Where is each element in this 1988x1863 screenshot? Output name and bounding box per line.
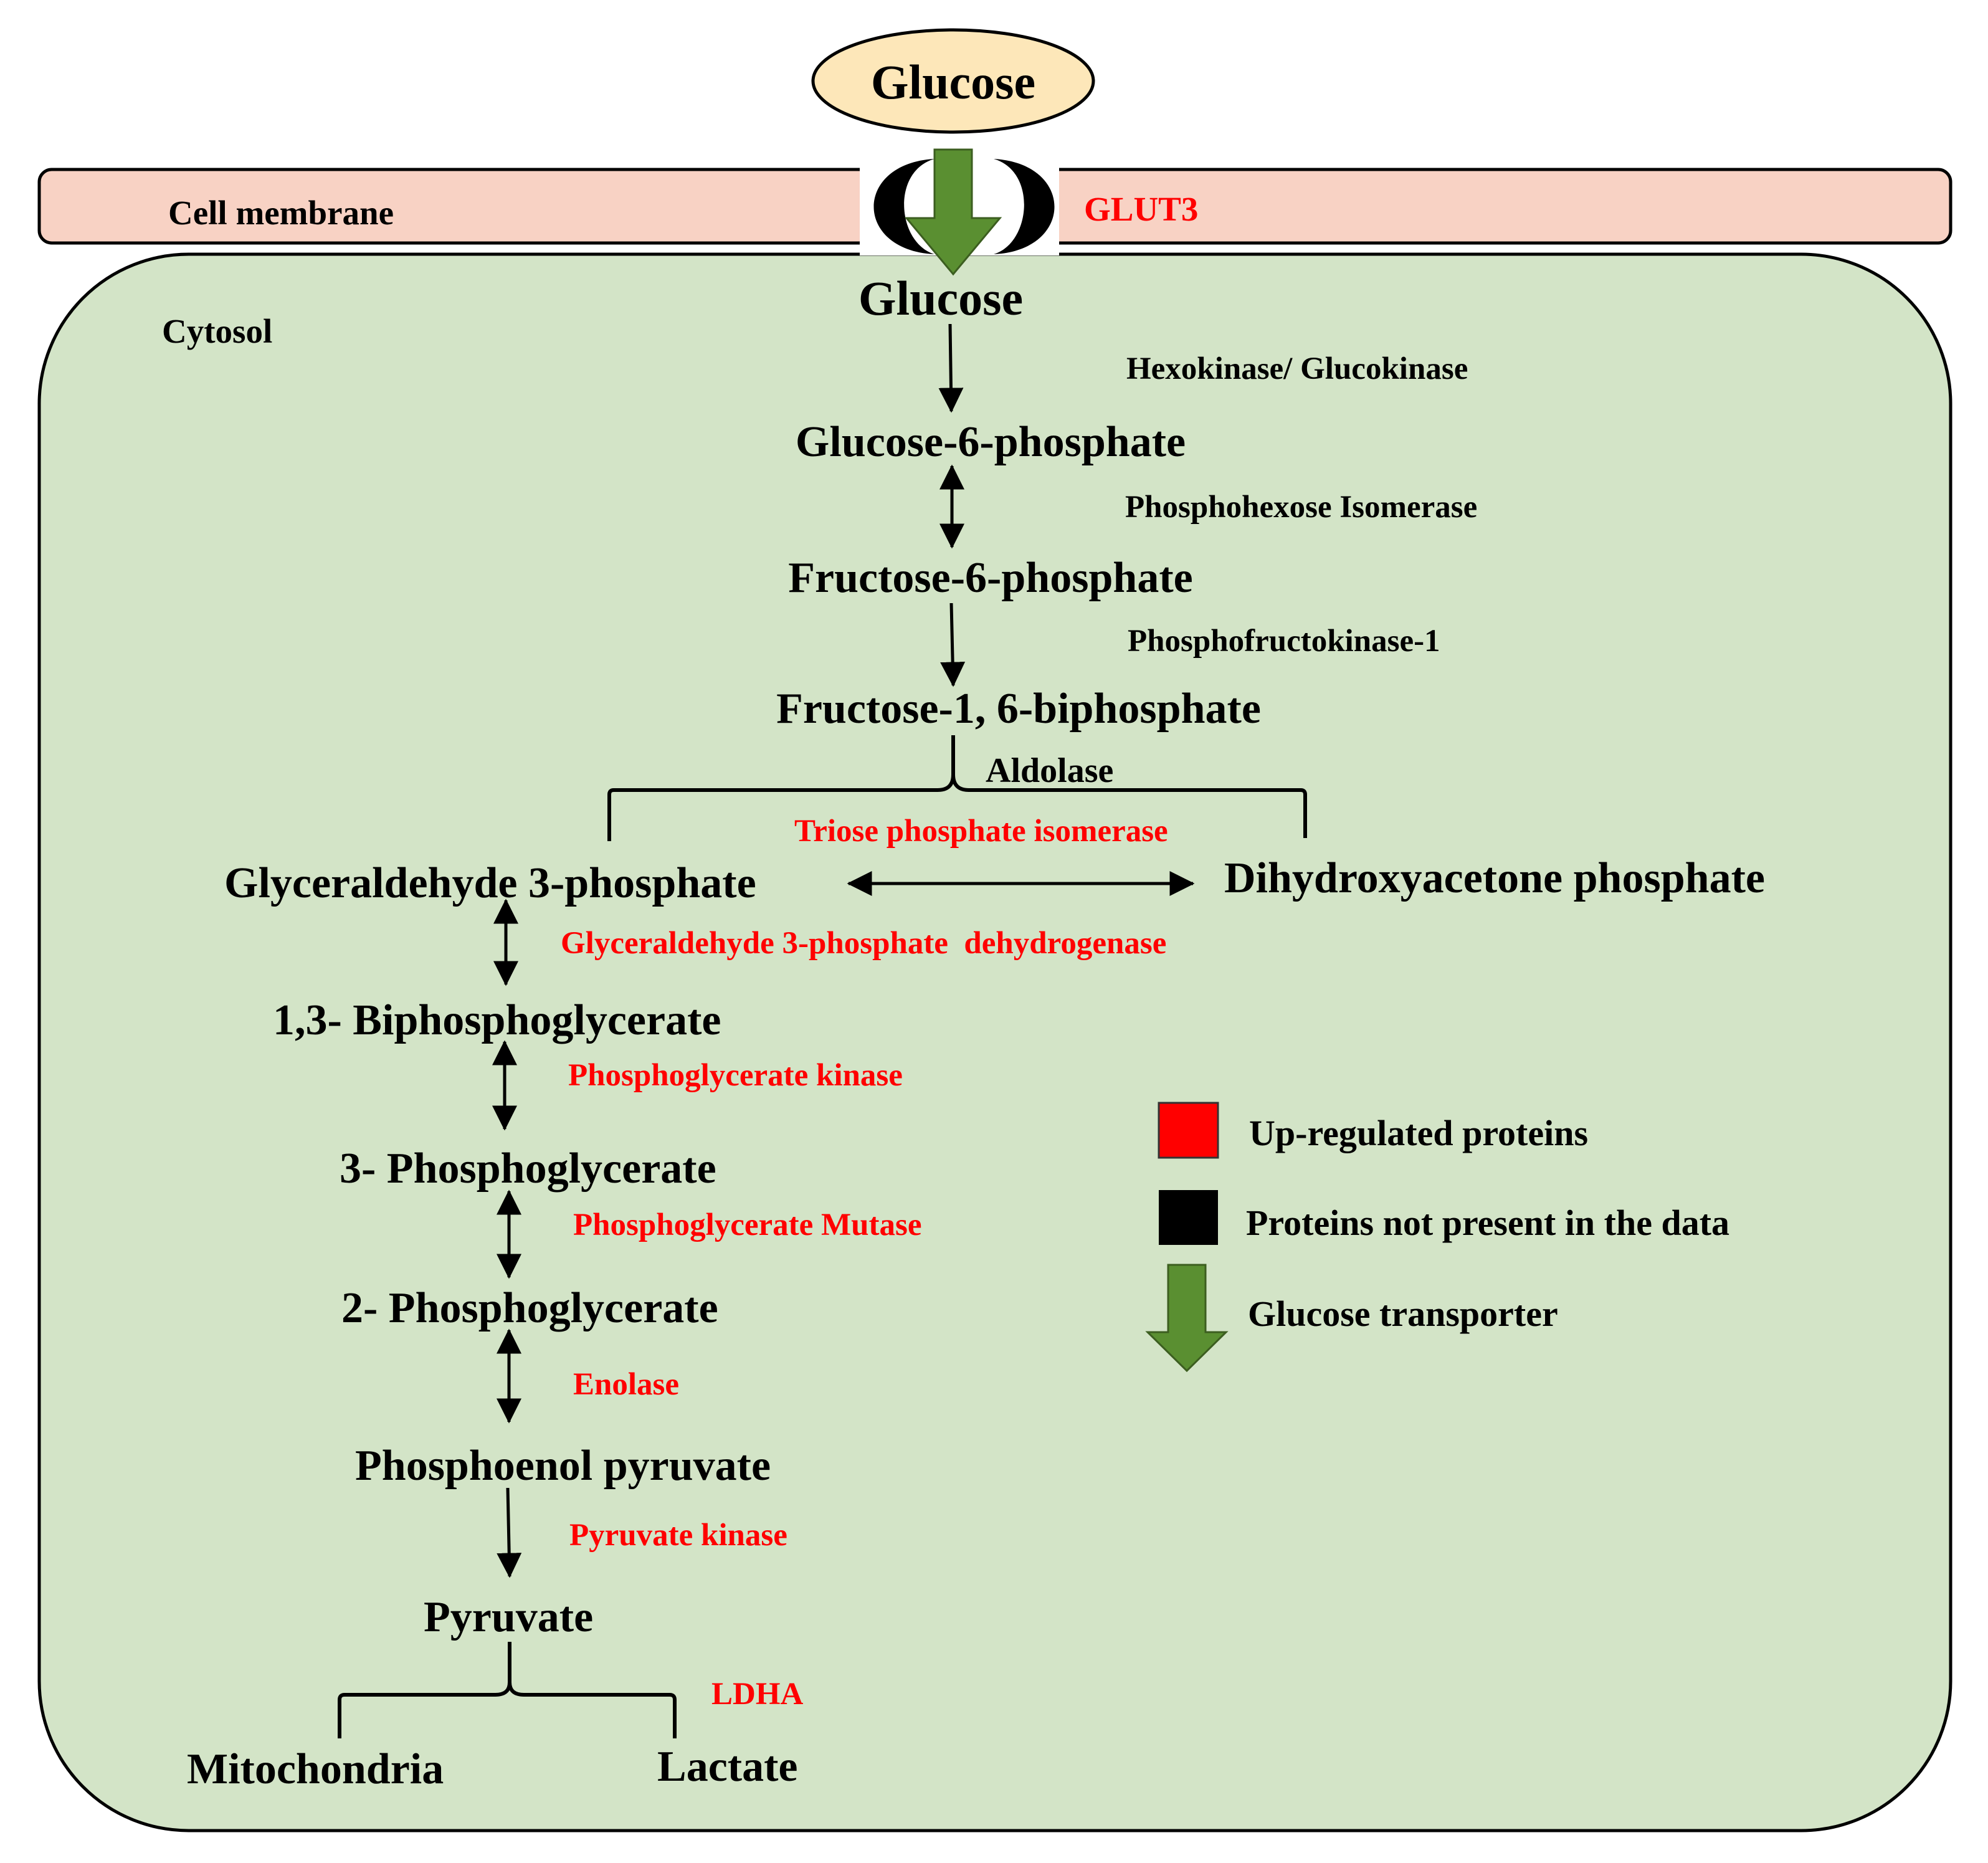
glucose-transport-arrow [904,148,1002,276]
arrow-f6p-to-f16bp [940,603,966,687]
enzyme-enolase: Enolase [573,1367,679,1402]
metabolite-pyruvate: Pyruvate [424,1593,593,1641]
metabolite-dihydroxyacetone-phosphate: Dihydroxyacetone phosphate [1224,854,1765,902]
metabolite-glucose: Glucose [858,271,1023,325]
metabolite-fructose-6-phosphate: Fructose-6-phosphate [788,554,1192,602]
arrow-pep-to-pyruvate [497,1487,522,1578]
legend-label-transporter: Glucose transporter [1248,1294,1558,1334]
pyruvate-split-bracket [338,1642,677,1738]
enzyme-triose-phosphate-isomerase: Triose phosphate isomerase [794,814,1168,849]
glut3-label: GLUT3 [1084,190,1198,228]
enzyme-phosphoglycerate-kinase: Phosphoglycerate kinase [568,1058,903,1093]
legend: Up-regulated proteins Proteins not prese… [1145,1102,1729,1373]
glucose-outside-label: Glucose [871,55,1035,109]
aldolase-split-bracket [607,735,1307,841]
metabolite-2-phosphoglycerate: 2- Phosphoglycerate [341,1284,718,1332]
metabolite-glucose-6-phosphate: Glucose-6-phosphate [796,418,1186,466]
metabolite-glyceraldehyde-3-phosphate: Glyceraldehyde 3-phosphate [224,859,756,907]
enzyme-phosphofructokinase-1: Phosphofructokinase-1 [1128,624,1440,659]
enzyme-phosphoglycerate-mutase: Phosphoglycerate Mutase [573,1208,922,1242]
enzyme-hexokinase-glucokinase: Hexokinase/ Glucokinase [1126,351,1468,386]
cytosol-label: Cytosol [162,312,272,350]
metabolite-lactate: Lactate [657,1743,797,1791]
legend-label-upregulated: Up-regulated proteins [1249,1113,1588,1153]
glucose-outside-ellipse [811,28,1095,134]
metabolite-1-3-biphosphoglycerate: 1,3- Biphosphoglycerate [273,996,721,1044]
cell-membrane-label: Cell membrane [168,194,394,232]
metabolite-mitochondria: Mitochondria [187,1745,444,1793]
legend-label-not-present: Proteins not present in the data [1246,1203,1729,1243]
legend-transporter-arrow-icon [1145,1264,1229,1373]
metabolite-phosphoenol-pyruvate: Phosphoenol pyruvate [355,1442,771,1490]
arrow-glucose-to-g6p [938,323,964,413]
enzyme-pyruvate-kinase: Pyruvate kinase [569,1518,787,1553]
enzyme-aldolase: Aldolase [986,751,1113,790]
metabolite-fructose-1-6-biphosphate: Fructose-1, 6-biphosphate [776,685,1261,733]
enzyme-gapdh: Glyceraldehyde 3-phosphate dehydrogenase [561,926,1166,961]
enzyme-phosphohexose-isomerase: Phosphohexose Isomerase [1125,490,1477,525]
legend-swatch-not-present [1159,1190,1218,1245]
legend-swatch-upregulated [1158,1102,1219,1159]
enzyme-ldha: LDHA [711,1677,804,1712]
metabolite-3-phosphoglycerate: 3- Phosphoglycerate [340,1145,716,1193]
